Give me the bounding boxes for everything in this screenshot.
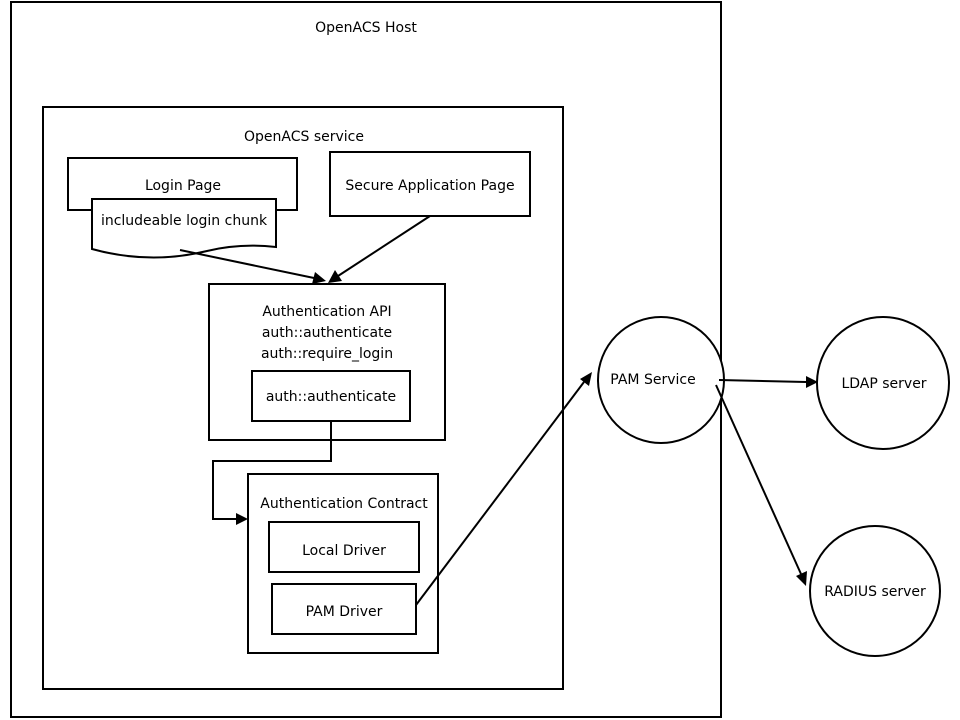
ldap-server-node: LDAP server [816,316,950,450]
secure-application-page-node: Secure Application Page [329,151,531,217]
edge-auth-authenticate-to-contract [212,421,332,525]
local-driver-label: Local Driver [302,543,386,559]
pam-driver-label: PAM Driver [306,604,383,620]
auth-authenticate-label: auth::authenticate [266,389,396,405]
login-chunk-label: includeable login chunk [101,213,268,229]
authentication-contract-label: Authentication Contract [260,496,428,512]
pam-service-node: PAM Service [597,316,725,444]
secure-application-page-label: Secure Application Page [345,178,514,194]
edge-pam-driver-to-pam-service [415,372,592,606]
pam-service-label: PAM Service [610,372,695,388]
local-driver-node: Local Driver [268,521,420,573]
edge-pam-service-to-radius [715,384,807,586]
edge-secure-page-to-auth-api [328,215,431,283]
auth-authenticate-node: auth::authenticate [251,370,411,422]
pam-driver-node: PAM Driver [271,583,417,635]
edge-login-chunk-to-auth-api [179,249,326,284]
openacs-host-label: OpenACS Host [315,20,417,36]
authentication-api-line-authenticate: auth::authenticate [262,325,392,341]
radius-server-node: RADIUS server [809,525,941,657]
openacs-service-label: OpenACS service [244,129,364,145]
ldap-server-label: LDAP server [841,376,926,392]
authentication-api-title: Authentication API [262,304,391,320]
login-chunk-node: includeable login chunk [91,198,277,259]
edge-pam-service-to-ldap [718,376,818,388]
authentication-api-line-require-login: auth::require_login [261,346,393,362]
radius-server-label: RADIUS server [824,584,926,600]
login-page-label: Login Page [145,178,221,194]
